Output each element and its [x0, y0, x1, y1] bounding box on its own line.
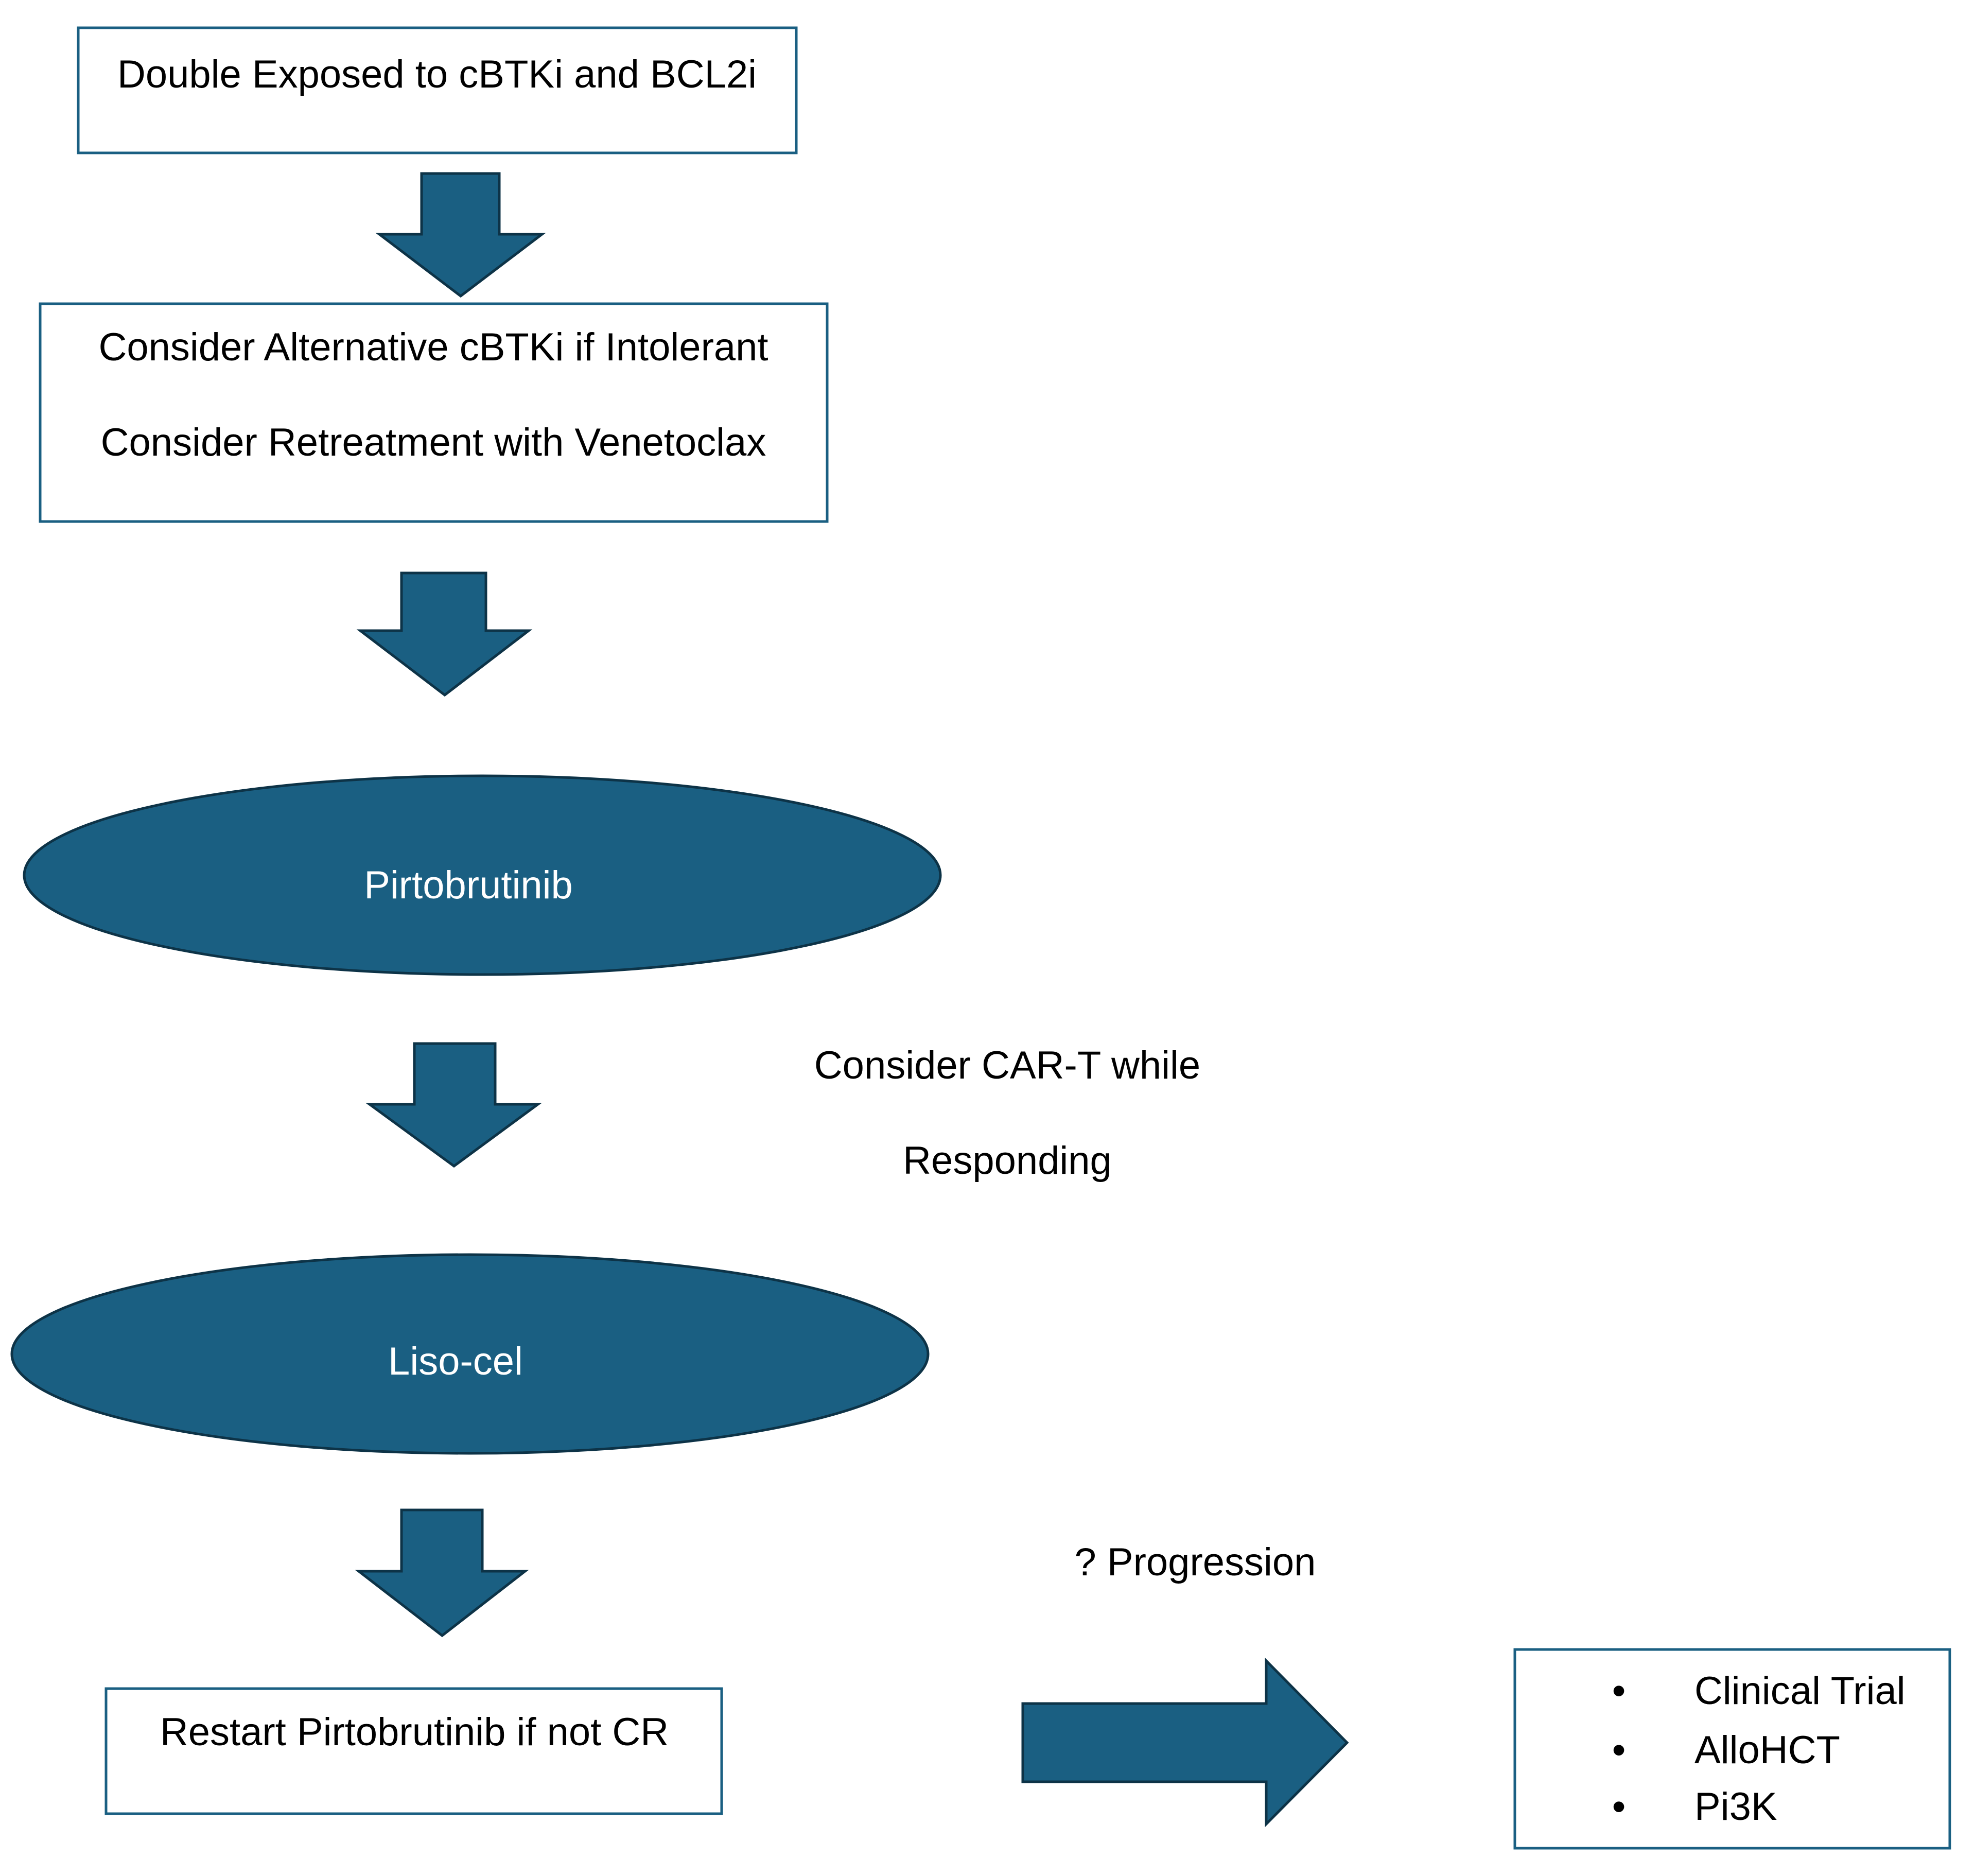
progression-note: ? Progression — [1075, 1540, 1316, 1584]
start-box-border — [77, 26, 798, 154]
car-t-note-line1: Consider CAR-T while — [814, 1044, 1200, 1087]
restart-box-text: Restart Pirtobrutinib if not CR — [160, 1710, 669, 1754]
option-clinical-trial: Clinical Trial — [1694, 1669, 1906, 1713]
bullet: • — [1612, 1669, 1626, 1713]
liso-cel-oval-shape — [10, 1253, 930, 1455]
list-item: • AlloHCT — [1612, 1728, 1840, 1772]
down-arrow-icon — [355, 1508, 529, 1638]
consider-box-line1: Consider Alternative cBTKi if Intolerant — [98, 325, 768, 369]
consider-box: Consider Alternative cBTKi if Intolerant… — [39, 302, 829, 523]
right-arrow-icon — [1021, 1657, 1349, 1828]
options-box-border — [1513, 1648, 1951, 1850]
restart-box: Restart Pirtobrutinib if not CR — [104, 1687, 723, 1815]
consider-box-border — [39, 302, 829, 523]
option-allohct: AlloHCT — [1694, 1728, 1840, 1772]
bullet: • — [1612, 1728, 1626, 1772]
down-arrow-icon — [356, 571, 533, 697]
start-box-text: Double Exposed to cBTKi and BCL2i — [117, 53, 757, 96]
options-box: • Clinical Trial • AlloHCT • Pi3K — [1513, 1648, 1951, 1850]
car-t-note: Consider CAR-T while Responding — [814, 1044, 1200, 1183]
bullet: • — [1612, 1785, 1626, 1829]
restart-box-border — [104, 1687, 723, 1815]
pirtobrutinib-oval-shape — [23, 774, 942, 976]
consider-box-line2: Consider Retreatment with Venetoclax — [101, 421, 766, 464]
list-item: • Clinical Trial — [1612, 1669, 1906, 1713]
list-item: • Pi3K — [1612, 1785, 1777, 1829]
start-box: Double Exposed to cBTKi and BCL2i — [77, 26, 798, 154]
options-list: • Clinical Trial • AlloHCT • Pi3K — [1612, 1669, 1906, 1829]
pirtobrutinib-oval: Pirtobrutinib — [23, 774, 942, 976]
liso-cel-oval: Liso-cel — [10, 1253, 930, 1455]
down-arrow-icon — [375, 172, 546, 298]
pirtobrutinib-oval-text: Pirtobrutinib — [364, 863, 573, 907]
car-t-note-line2: Responding — [903, 1139, 1112, 1183]
down-arrow-icon — [365, 1042, 542, 1168]
liso-cel-oval-text: Liso-cel — [388, 1340, 523, 1383]
option-pi3k: Pi3K — [1694, 1785, 1777, 1829]
